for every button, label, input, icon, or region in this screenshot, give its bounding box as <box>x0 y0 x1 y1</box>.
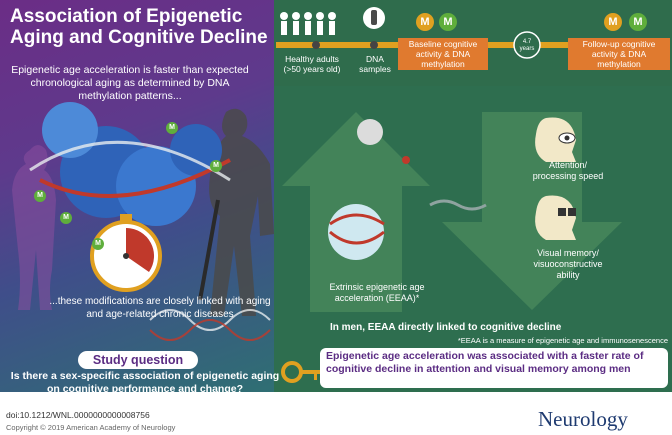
conclusion-text: Epigenetic age acceleration was associat… <box>326 350 644 375</box>
followup-label: Follow-up cognitive activity & DNA methy… <box>568 38 670 70</box>
baseline-label: Baseline cognitive activity & DNA methyl… <box>398 38 488 70</box>
study-question-label: Study question <box>78 351 198 369</box>
attention-label: Attention/ processing speed <box>532 160 604 181</box>
badge-baseline-2: M <box>439 13 457 31</box>
methyl-marker-5: M <box>92 238 104 250</box>
conclusion-box: Epigenetic age acceleration was associat… <box>320 348 668 388</box>
journal-logo: Neurology <box>538 407 628 431</box>
badge-followup-2: M <box>629 13 647 31</box>
study-question-text: Is there a sex-specific association of e… <box>10 370 280 395</box>
visual-memory-label: Visual memory/ visuoconstructive ability <box>533 248 603 280</box>
men-result: In men, EEAA directly linked to cognitiv… <box>330 322 562 333</box>
healthy-adults-label: Healthy adults (>50 years old) <box>283 54 341 74</box>
methyl-marker-4: M <box>60 212 72 224</box>
key-icon <box>281 361 322 383</box>
nucleosome-icon <box>328 204 385 260</box>
dna-helix <box>149 309 271 331</box>
doi-link[interactable]: doi:10.1212/WNL.0000000000008756 <box>6 410 150 420</box>
eeaa-caption: Extrinsic epigenetic age acceleration (E… <box>329 282 425 303</box>
chain-link <box>429 199 487 211</box>
page-title: Association of Epigenetic Aging and Cogn… <box>10 6 268 48</box>
methyl-marker-3: M <box>34 190 46 202</box>
modifications-text: ...these modifications are closely linke… <box>49 296 271 320</box>
intro-text: Epigenetic age acceleration is faster th… <box>11 64 249 102</box>
young-person-silhouette <box>12 145 56 310</box>
eeaa-footnote: *EEAA is a measure of epigenetic age and… <box>457 336 668 345</box>
head-binoculars-icon <box>535 195 576 240</box>
interval-circle <box>513 31 541 59</box>
down-arrow <box>442 112 622 310</box>
small-nucleosome-icon <box>357 119 410 164</box>
stopwatch-icon <box>90 214 162 292</box>
methyl-marker-1: M <box>166 122 178 134</box>
badge-baseline-1: M <box>416 13 434 31</box>
head-eye-icon <box>535 117 576 162</box>
chromatin-illustration <box>29 102 231 226</box>
people-icons <box>280 12 336 35</box>
methyl-marker-2: M <box>210 160 222 172</box>
footer <box>0 392 672 435</box>
dna-samples-label: DNA samples <box>359 54 391 74</box>
copyright: Copyright © 2019 American Academy of Neu… <box>6 423 176 432</box>
walking-cane <box>198 199 220 301</box>
test-tube-icon <box>363 7 385 29</box>
badge-followup-1: M <box>604 13 622 31</box>
interval-label: 4.7 years <box>519 39 535 52</box>
